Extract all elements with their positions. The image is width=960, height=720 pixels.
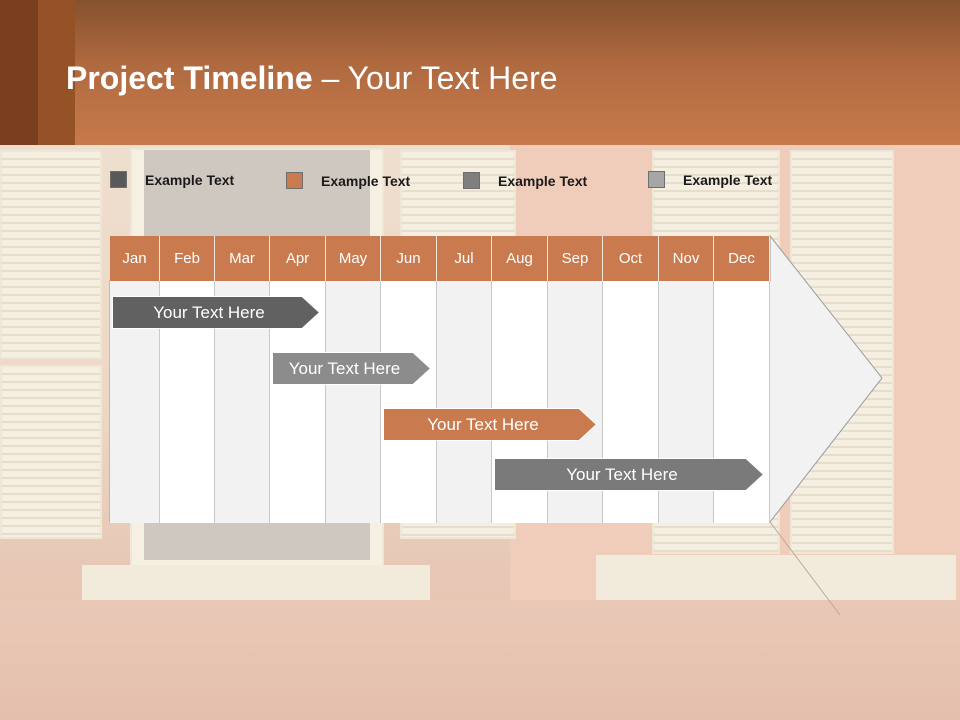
arrow-reflection-line xyxy=(769,521,841,616)
month-header-jun: Jun xyxy=(381,236,437,281)
header-stripe xyxy=(38,0,75,145)
month-header-sep: Sep xyxy=(548,236,603,281)
task-label-2: Your Text Here xyxy=(288,358,401,378)
legend-swatch-3 xyxy=(463,172,480,189)
task-label-1: Your Text Here xyxy=(153,302,265,322)
background-lower-wall xyxy=(0,600,960,720)
month-header-may: May xyxy=(326,236,381,281)
legend-item-3: Example Text xyxy=(463,172,587,189)
task-bar-4: Your Text Here xyxy=(494,458,764,491)
legend-label-1: Example Text xyxy=(145,171,235,188)
legend-item-1: Example Text xyxy=(110,171,234,188)
month-header-feb: Feb xyxy=(160,236,215,281)
month-header-jul: Jul xyxy=(437,236,492,281)
background-shutter xyxy=(0,365,102,539)
header-bar: Project Timeline – Your Text Here xyxy=(0,0,960,145)
title-rest: – Your Text Here xyxy=(312,60,558,96)
legend-swatch-4 xyxy=(648,171,665,188)
month-header-nov: Nov xyxy=(659,236,714,281)
legend-label-3: Example Text xyxy=(498,172,588,189)
legend-item-4: Example Text xyxy=(648,171,772,188)
month-header-aug: Aug xyxy=(492,236,548,281)
slide-title: Project Timeline – Your Text Here xyxy=(66,60,558,97)
month-column-may xyxy=(326,281,381,523)
month-header-jan: Jan xyxy=(110,236,160,281)
month-header-apr: Apr xyxy=(270,236,326,281)
legend-swatch-1 xyxy=(110,171,127,188)
month-header-mar: Mar xyxy=(215,236,270,281)
month-header-dec: Dec xyxy=(714,236,770,281)
month-header-oct: Oct xyxy=(603,236,659,281)
legend-label-2: Example Text xyxy=(321,172,411,189)
legend-label-4: Example Text xyxy=(683,171,773,188)
background-shutter xyxy=(0,150,102,359)
task-label-3: Your Text Here xyxy=(427,414,539,434)
legend-swatch-2 xyxy=(286,172,303,189)
header-stripe xyxy=(0,0,38,145)
legend-item-2: Example Text xyxy=(286,172,410,189)
month-column-jul xyxy=(437,281,492,523)
task-bar-2: Your Text Here xyxy=(272,352,431,385)
task-bar-1: Your Text Here xyxy=(112,296,320,329)
task-bar-3: Your Text Here xyxy=(383,408,597,441)
task-label-4: Your Text Here xyxy=(566,464,678,484)
month-column-jun xyxy=(381,281,437,523)
title-bold: Project Timeline xyxy=(66,60,313,96)
